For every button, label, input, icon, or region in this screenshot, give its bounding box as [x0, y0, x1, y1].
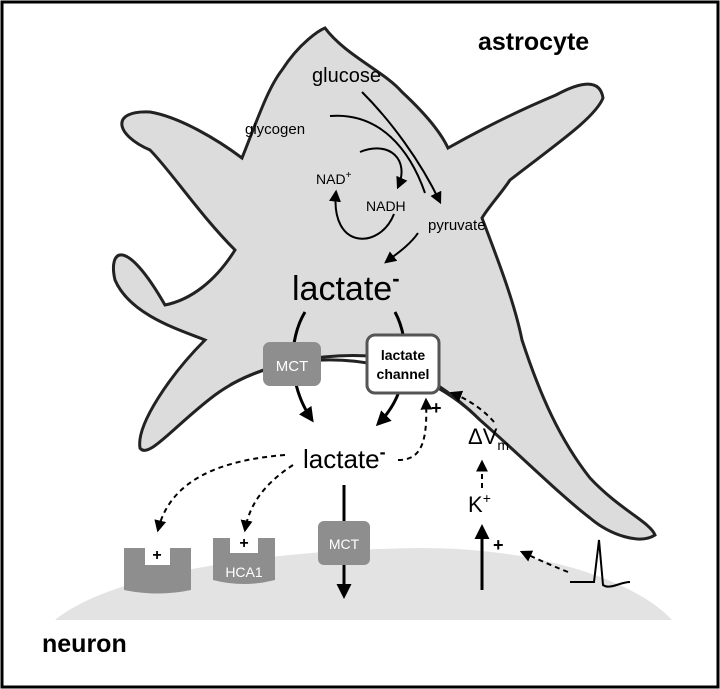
ap-to-k-dashed-arrow [519, 550, 569, 573]
lactate-channel-line2: channel [377, 366, 430, 382]
hca1-receptor [213, 538, 275, 584]
nadh-label: NADH [366, 198, 406, 214]
mct-astrocyte-label: MCT [276, 358, 309, 375]
glycogen-to-pyruvate-arrow [329, 114, 426, 194]
plus-receptor1: + [152, 547, 161, 564]
pyruvate-label: pyruvate [428, 217, 486, 234]
k-plus-label: K+ [468, 490, 491, 517]
glucose-to-pyruvate-arrow [361, 91, 442, 205]
lactate-channel-line1: lactate [381, 347, 426, 363]
plus-neuron: + [493, 535, 504, 555]
delta-vm-label: ΔVm [468, 424, 509, 453]
nad-to-nadh-arrow [359, 147, 408, 190]
hca1-label: HCA1 [225, 564, 263, 580]
glucose-label: glucose [312, 65, 381, 87]
nadh-to-nad-arrow [329, 189, 395, 240]
lactate-extracellular-label: lactate- [303, 442, 386, 474]
lactate-to-receptor1-dashed-arrow [154, 454, 286, 533]
pyruvate-to-lactate-arrow [384, 232, 419, 264]
mct-neuron-label: MCT [329, 536, 360, 552]
mct-neuron [318, 521, 370, 565]
lactate-astrocyte-label: lactate- [292, 266, 400, 308]
nad-plus-label: NAD+ [316, 170, 352, 187]
vm-to-channel-dashed-arrow [449, 390, 495, 423]
action-potential-trace [570, 539, 631, 588]
astrocyte-label: astrocyte [478, 28, 589, 56]
lactate-to-channel-dashed-arrow [397, 397, 433, 461]
lactate-channel [365, 333, 441, 395]
neuron-body [55, 548, 672, 620]
receptor-1 [124, 548, 191, 594]
plus-channel: + [431, 398, 442, 418]
lactate-to-hca1-dashed-arrow [240, 464, 294, 533]
mct-astrocyte [263, 342, 321, 386]
neuron-label: neuron [42, 630, 127, 658]
astrocyte-body [111, 26, 657, 541]
glycogen-label: glycogen [245, 121, 305, 138]
plus-hca1: + [239, 535, 248, 552]
